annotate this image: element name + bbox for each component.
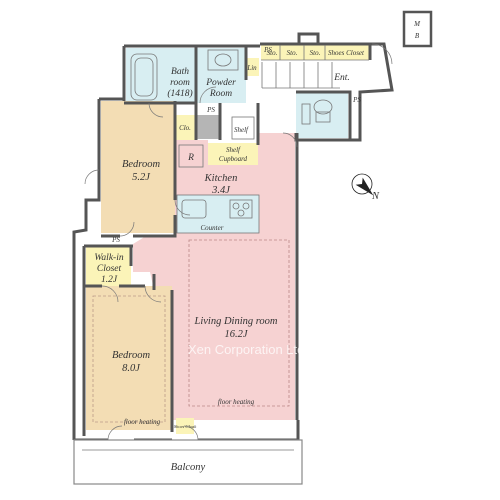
storage-label-1: Sto.: [267, 49, 278, 57]
powder-name-2: Room: [209, 89, 232, 99]
refrigerator-label: R: [187, 153, 194, 163]
closet-label: Clo.: [179, 124, 191, 132]
bathroom-size: (1418): [167, 88, 192, 99]
bedroom1-size: 5.2J: [132, 172, 151, 183]
linen-label: Lin: [246, 64, 257, 72]
bedroom2-floor-heating: floor heating: [124, 418, 161, 426]
wic-name-1: Walk-in: [94, 253, 123, 263]
bathroom-name-2: room: [170, 78, 190, 88]
wic-size: 1.2J: [101, 275, 118, 285]
counter-label: Counter: [201, 224, 224, 232]
walk-in-closet-area: [86, 246, 131, 286]
bedroom1-area: [101, 101, 175, 233]
ps-label-right: PS: [352, 96, 361, 104]
ps-label-wic: PS: [111, 236, 120, 244]
kitchen-size: 3.4J: [211, 185, 231, 196]
storage-label-2: Sto.: [287, 49, 298, 57]
ps-label-top: PS: [263, 46, 272, 54]
linen-closet: [245, 58, 259, 76]
shelf-cupboard-label-1: Shelf: [226, 146, 241, 154]
gray-column: [196, 115, 220, 139]
storage-strip: [261, 45, 369, 60]
toilet-room: [296, 93, 348, 138]
bedroom2-size: 8.0J: [122, 363, 141, 374]
living-name: Living Dining room: [193, 316, 277, 327]
balcony-name: Balcony: [171, 462, 206, 473]
living-floor-heating: floor heating: [218, 398, 255, 406]
kitchen-counter: [176, 194, 260, 234]
fixtures: [82, 45, 369, 451]
closet-area: [175, 115, 195, 140]
mb-label-top: M: [413, 20, 421, 28]
shelf-cupboard-label-2: Cupboard: [219, 155, 248, 163]
shelf-label: Shelf: [234, 126, 249, 134]
bedroom1-name: Bedroom: [122, 159, 161, 170]
mb-label-bottom: B: [415, 32, 420, 40]
bedroom2-name: Bedroom: [112, 350, 151, 361]
watermark: Xen Corporation Ltd.: [188, 342, 308, 357]
powder-name-1: Powder: [205, 78, 236, 88]
ps-label-mid: PS: [206, 106, 215, 114]
compass-north-label: N: [371, 191, 380, 202]
doors: [84, 43, 393, 441]
compass-icon: [351, 173, 374, 196]
bathroom-name-1: Bath: [171, 67, 189, 77]
shoes-closet-label: Shoes Closet: [328, 49, 365, 57]
bedroom2-area: [86, 286, 172, 430]
walls: [72, 10, 433, 485]
entrance-label: Ent.: [333, 73, 350, 83]
storage-label-3: Sto.: [310, 49, 321, 57]
kitchen-name: Kitchen: [204, 173, 238, 184]
bathroom-area: [126, 48, 196, 103]
living-size: 16.2J: [224, 329, 248, 340]
wic-name-2: Closet: [97, 264, 122, 274]
shoe-cloak-label: Shoes Cloak: [174, 424, 197, 429]
shelf-cupboard: [208, 143, 258, 165]
